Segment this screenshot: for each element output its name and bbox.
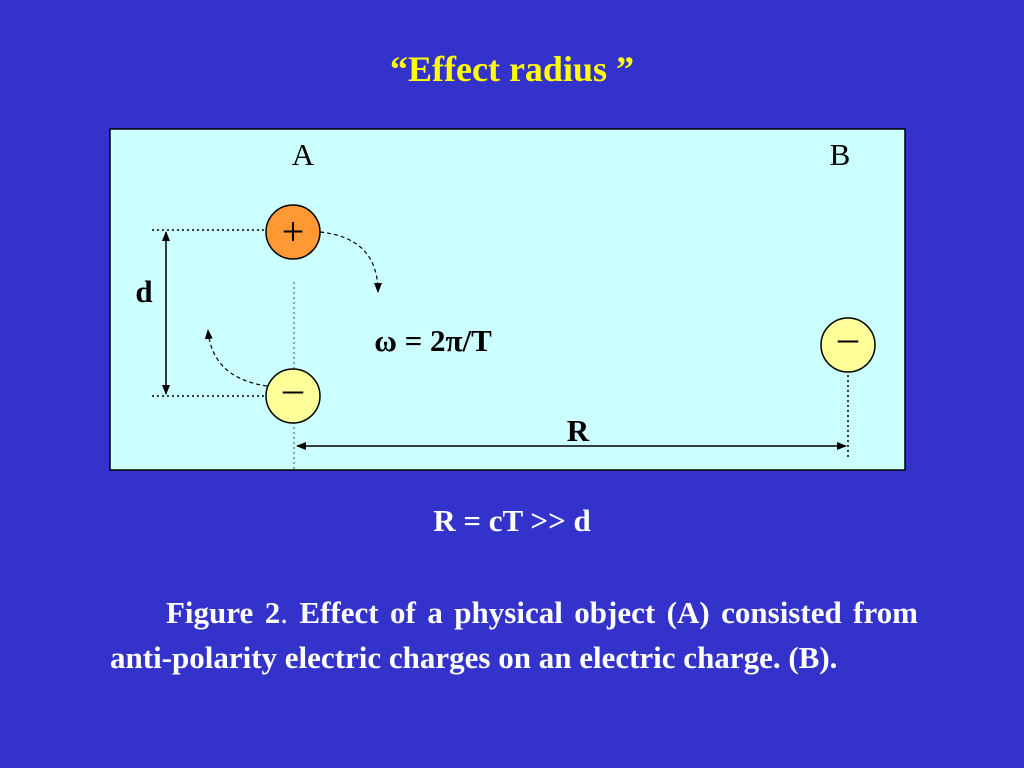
minus-charge-b: – <box>820 315 876 373</box>
plus-sign: + <box>282 209 305 254</box>
omega-formula: ω = 2π/T <box>374 323 492 358</box>
minus-sign-a: – <box>282 366 304 411</box>
caption-text: Effect of a physical object (A) consiste… <box>110 595 919 675</box>
figure-label: Figure 2 <box>166 595 281 630</box>
minus-sign-b: – <box>837 315 859 360</box>
plus-charge: + <box>265 204 321 260</box>
figure-caption: Figure 2. Effect of a physical object (A… <box>110 590 918 680</box>
r-formula: R = cT >> d <box>433 503 591 538</box>
rotation-arrow-bottom <box>204 329 268 387</box>
label-d: d <box>135 274 152 309</box>
label-a: A <box>292 137 315 172</box>
label-b: B <box>830 137 851 172</box>
slide-title: “Effect radius ” <box>390 49 634 89</box>
caption-separator: . <box>280 595 288 630</box>
diagram-panel <box>109 128 906 471</box>
minus-charge-a: – <box>265 366 321 424</box>
label-r: R <box>567 413 590 448</box>
